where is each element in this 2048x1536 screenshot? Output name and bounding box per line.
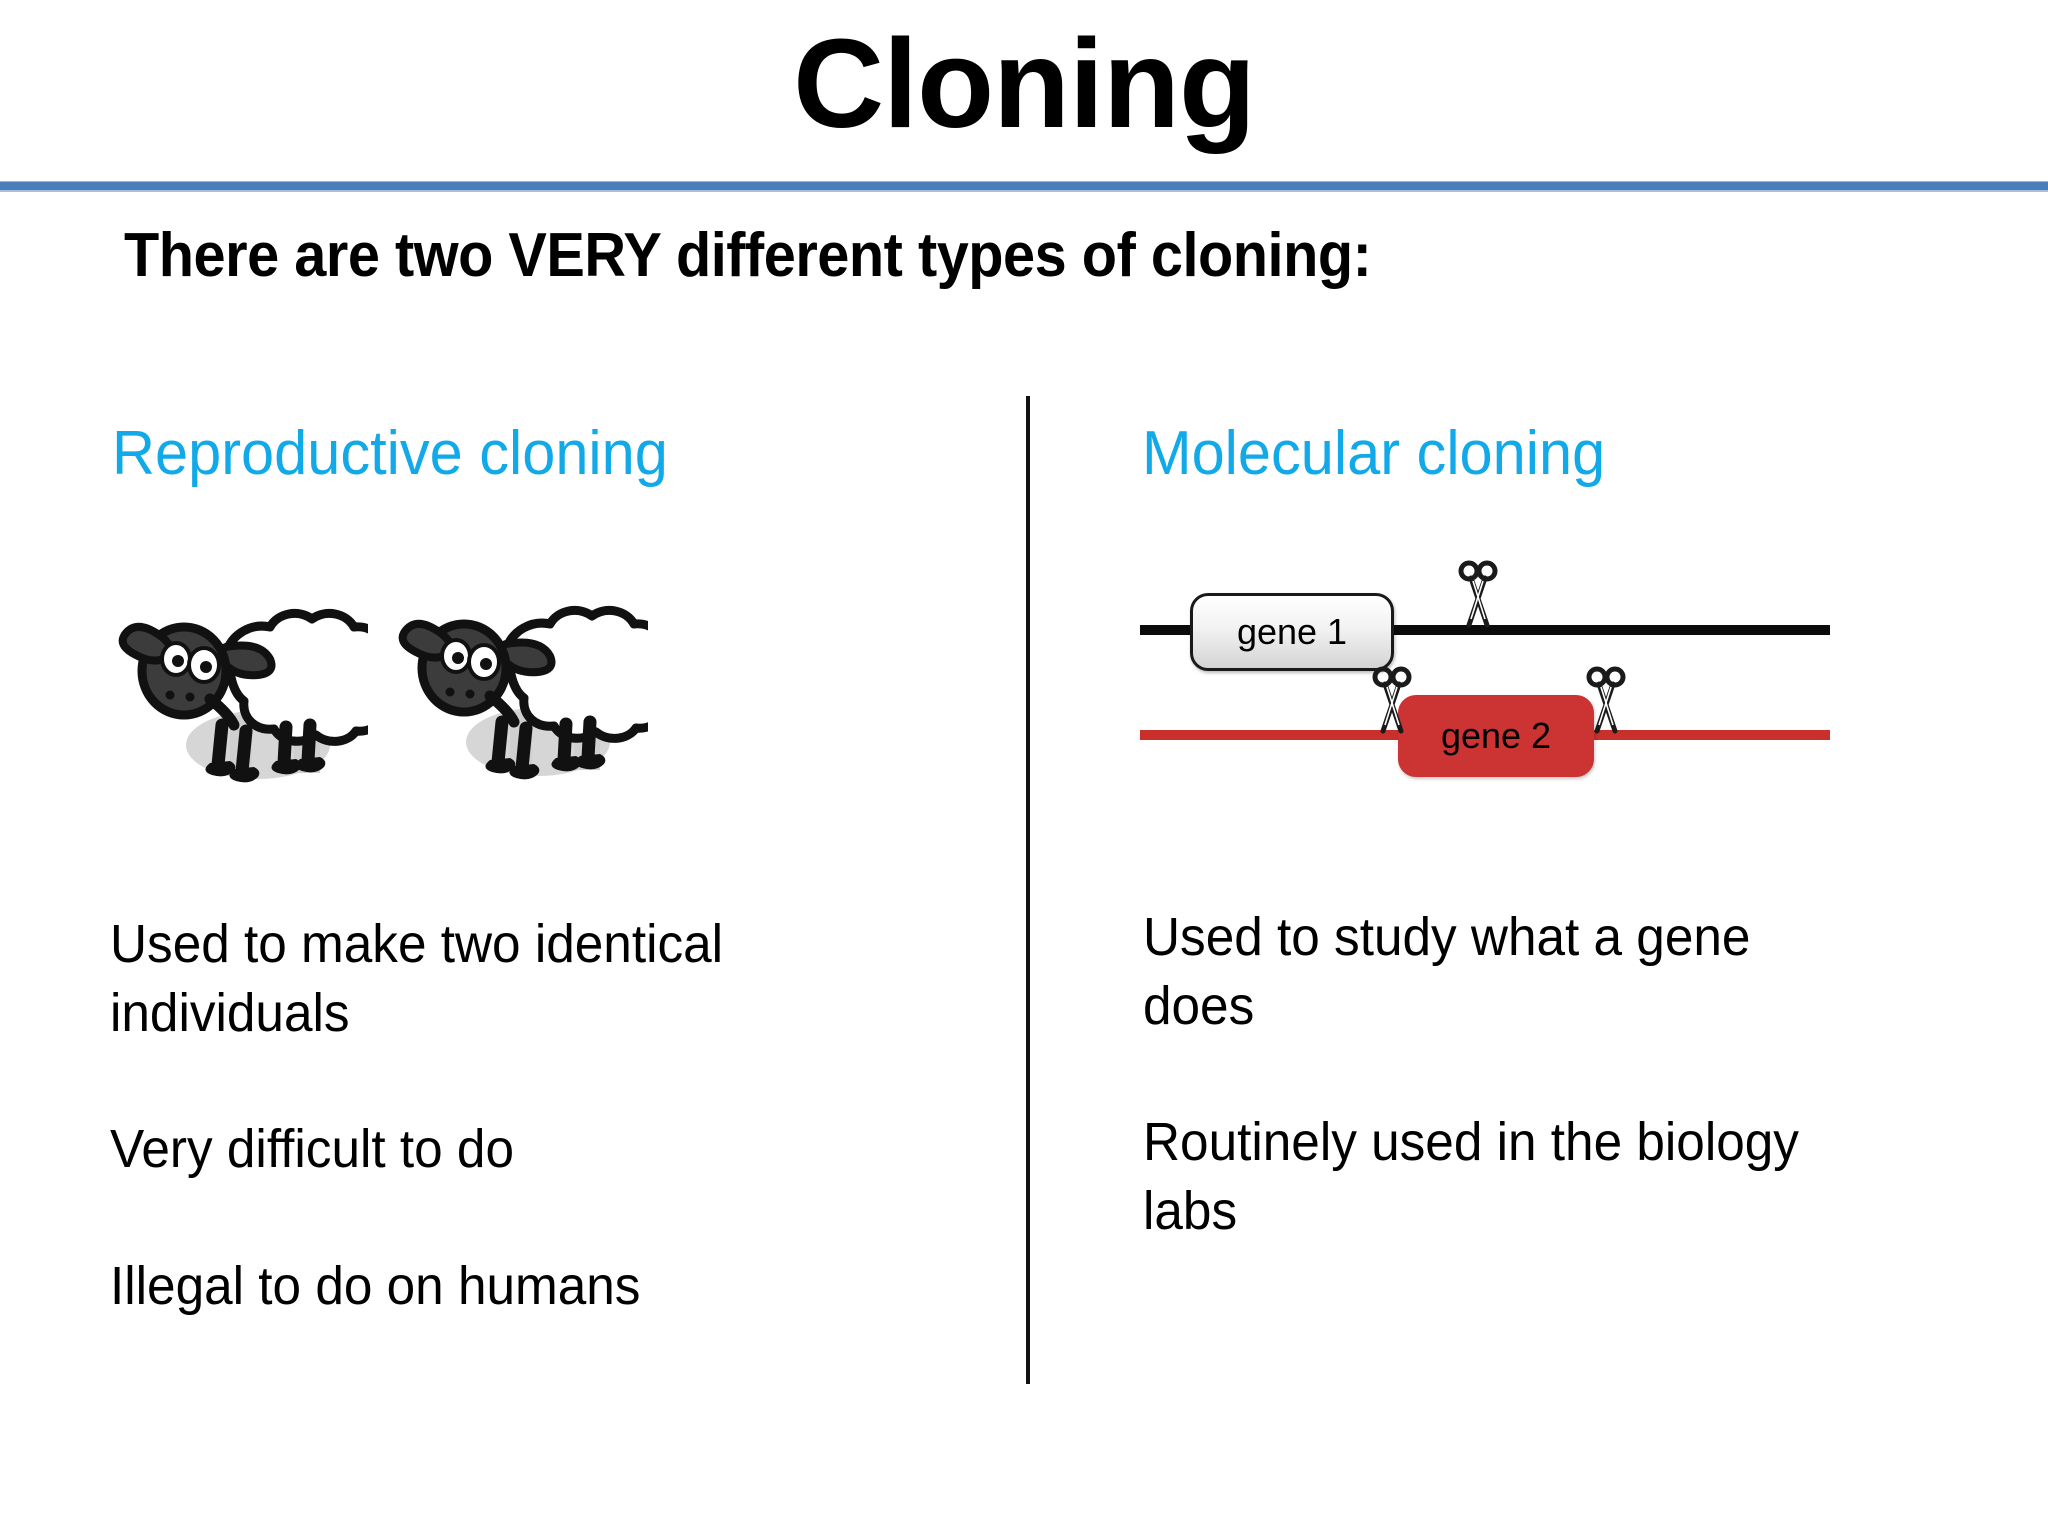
column-divider: [1026, 396, 1030, 1384]
scissors-icon: [1586, 666, 1626, 734]
left-bullet-1: Used to make two identical individuals: [110, 914, 724, 1043]
page-title: Cloning: [793, 13, 1256, 154]
subtitle: There are two VERY different types of cl…: [124, 221, 1372, 290]
gene-box-1: gene 1: [1190, 593, 1394, 671]
title-divider-rule: [0, 181, 2048, 190]
gene-cloning-diagram: gene 1 gene 2: [1140, 560, 1850, 777]
left-bullet-2: Very difficult to do: [110, 1119, 514, 1179]
heading-reproductive-cloning: Reproductive cloning: [112, 419, 668, 488]
gene-box-2: gene 2: [1398, 695, 1594, 777]
sheep-illustration-1: [118, 608, 368, 783]
heading-molecular-cloning: Molecular cloning: [1142, 419, 1606, 488]
left-bullet-3: Illegal to do on humans: [110, 1256, 641, 1316]
chromosome-line-black: [1140, 625, 1830, 635]
right-bullet-2: Routinely used in the biology labs: [1143, 1112, 1799, 1241]
scissors-icon: [1458, 560, 1498, 628]
title-divider-rule-shadow: [0, 190, 2048, 192]
sheep-illustration-2: [398, 605, 648, 780]
scissors-icon: [1372, 666, 1412, 734]
right-bullet-1: Used to study what a gene does: [1143, 907, 1751, 1036]
